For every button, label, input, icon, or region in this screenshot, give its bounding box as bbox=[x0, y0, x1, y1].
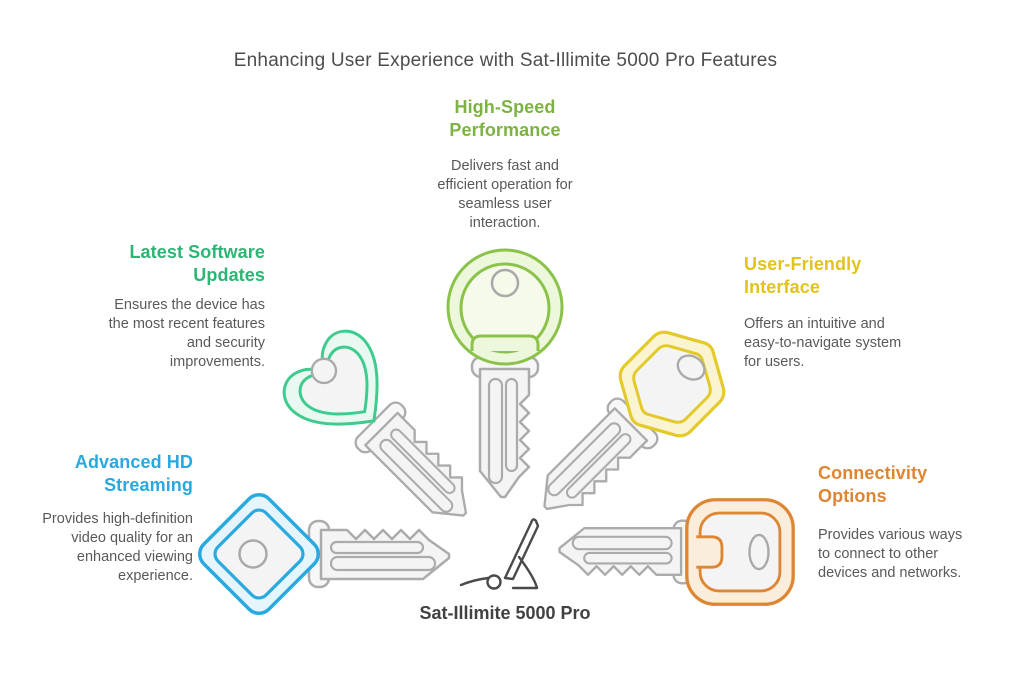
key-latest-software-updates bbox=[282, 329, 489, 536]
key-hole bbox=[748, 533, 770, 571]
feature-high-speed-performance: High-Speed Performance Delivers fast and… bbox=[415, 96, 595, 233]
key-advanced-hd-streaming bbox=[197, 492, 451, 616]
key-hole bbox=[676, 354, 706, 381]
key-hole bbox=[490, 268, 520, 298]
page-title: Enhancing User Experience with Sat-Illim… bbox=[233, 50, 778, 71]
monitor-screen-shape bbox=[503, 518, 540, 581]
product-name-label: Sat-Illimite 5000 Pro bbox=[419, 603, 591, 623]
key-head-notch bbox=[696, 535, 724, 569]
key-user-friendly-interface bbox=[524, 330, 726, 532]
mouse-cable-shape bbox=[459, 576, 490, 587]
feature-description: Provides various ways to connect to othe… bbox=[818, 527, 963, 581]
mouse-icon bbox=[486, 574, 502, 590]
key-head-inner bbox=[459, 262, 551, 354]
key-shaft bbox=[307, 519, 451, 589]
key-head-notch bbox=[470, 334, 540, 351]
feature-title: Connectivity Options bbox=[818, 463, 928, 506]
feature-user-friendly-interface: User-Friendly Interface Offers an intuit… bbox=[744, 253, 919, 372]
monitor-side-icon bbox=[459, 518, 540, 590]
feature-description: Delivers fast and efficient operation fo… bbox=[437, 158, 573, 231]
feature-title: Latest Software Updates bbox=[129, 242, 265, 285]
feature-latest-software-updates: Latest Software Updates Ensures the devi… bbox=[85, 241, 265, 372]
key-hole bbox=[238, 539, 268, 569]
feature-connectivity-options: Connectivity Options Provides various wa… bbox=[818, 462, 983, 583]
key-connectivity-options bbox=[558, 498, 795, 606]
feature-title: User-Friendly Interface bbox=[744, 254, 862, 297]
key-shaft bbox=[470, 355, 540, 499]
feature-title: High-Speed Performance bbox=[449, 97, 561, 140]
key-shaft bbox=[558, 519, 694, 585]
feature-description: Provides high-definition video quality f… bbox=[42, 511, 193, 584]
monitor-stand-shape bbox=[511, 555, 539, 590]
key-high-speed-performance bbox=[446, 248, 564, 499]
feature-description: Offers an intuitive and easy-to-navigate… bbox=[744, 316, 902, 370]
feature-description: Ensures the device has the most recent f… bbox=[108, 297, 265, 370]
feature-title: Advanced HD Streaming bbox=[74, 452, 193, 495]
key-hole bbox=[310, 357, 338, 385]
feature-advanced-hd-streaming: Advanced HD Streaming Provides high-defi… bbox=[25, 451, 193, 586]
